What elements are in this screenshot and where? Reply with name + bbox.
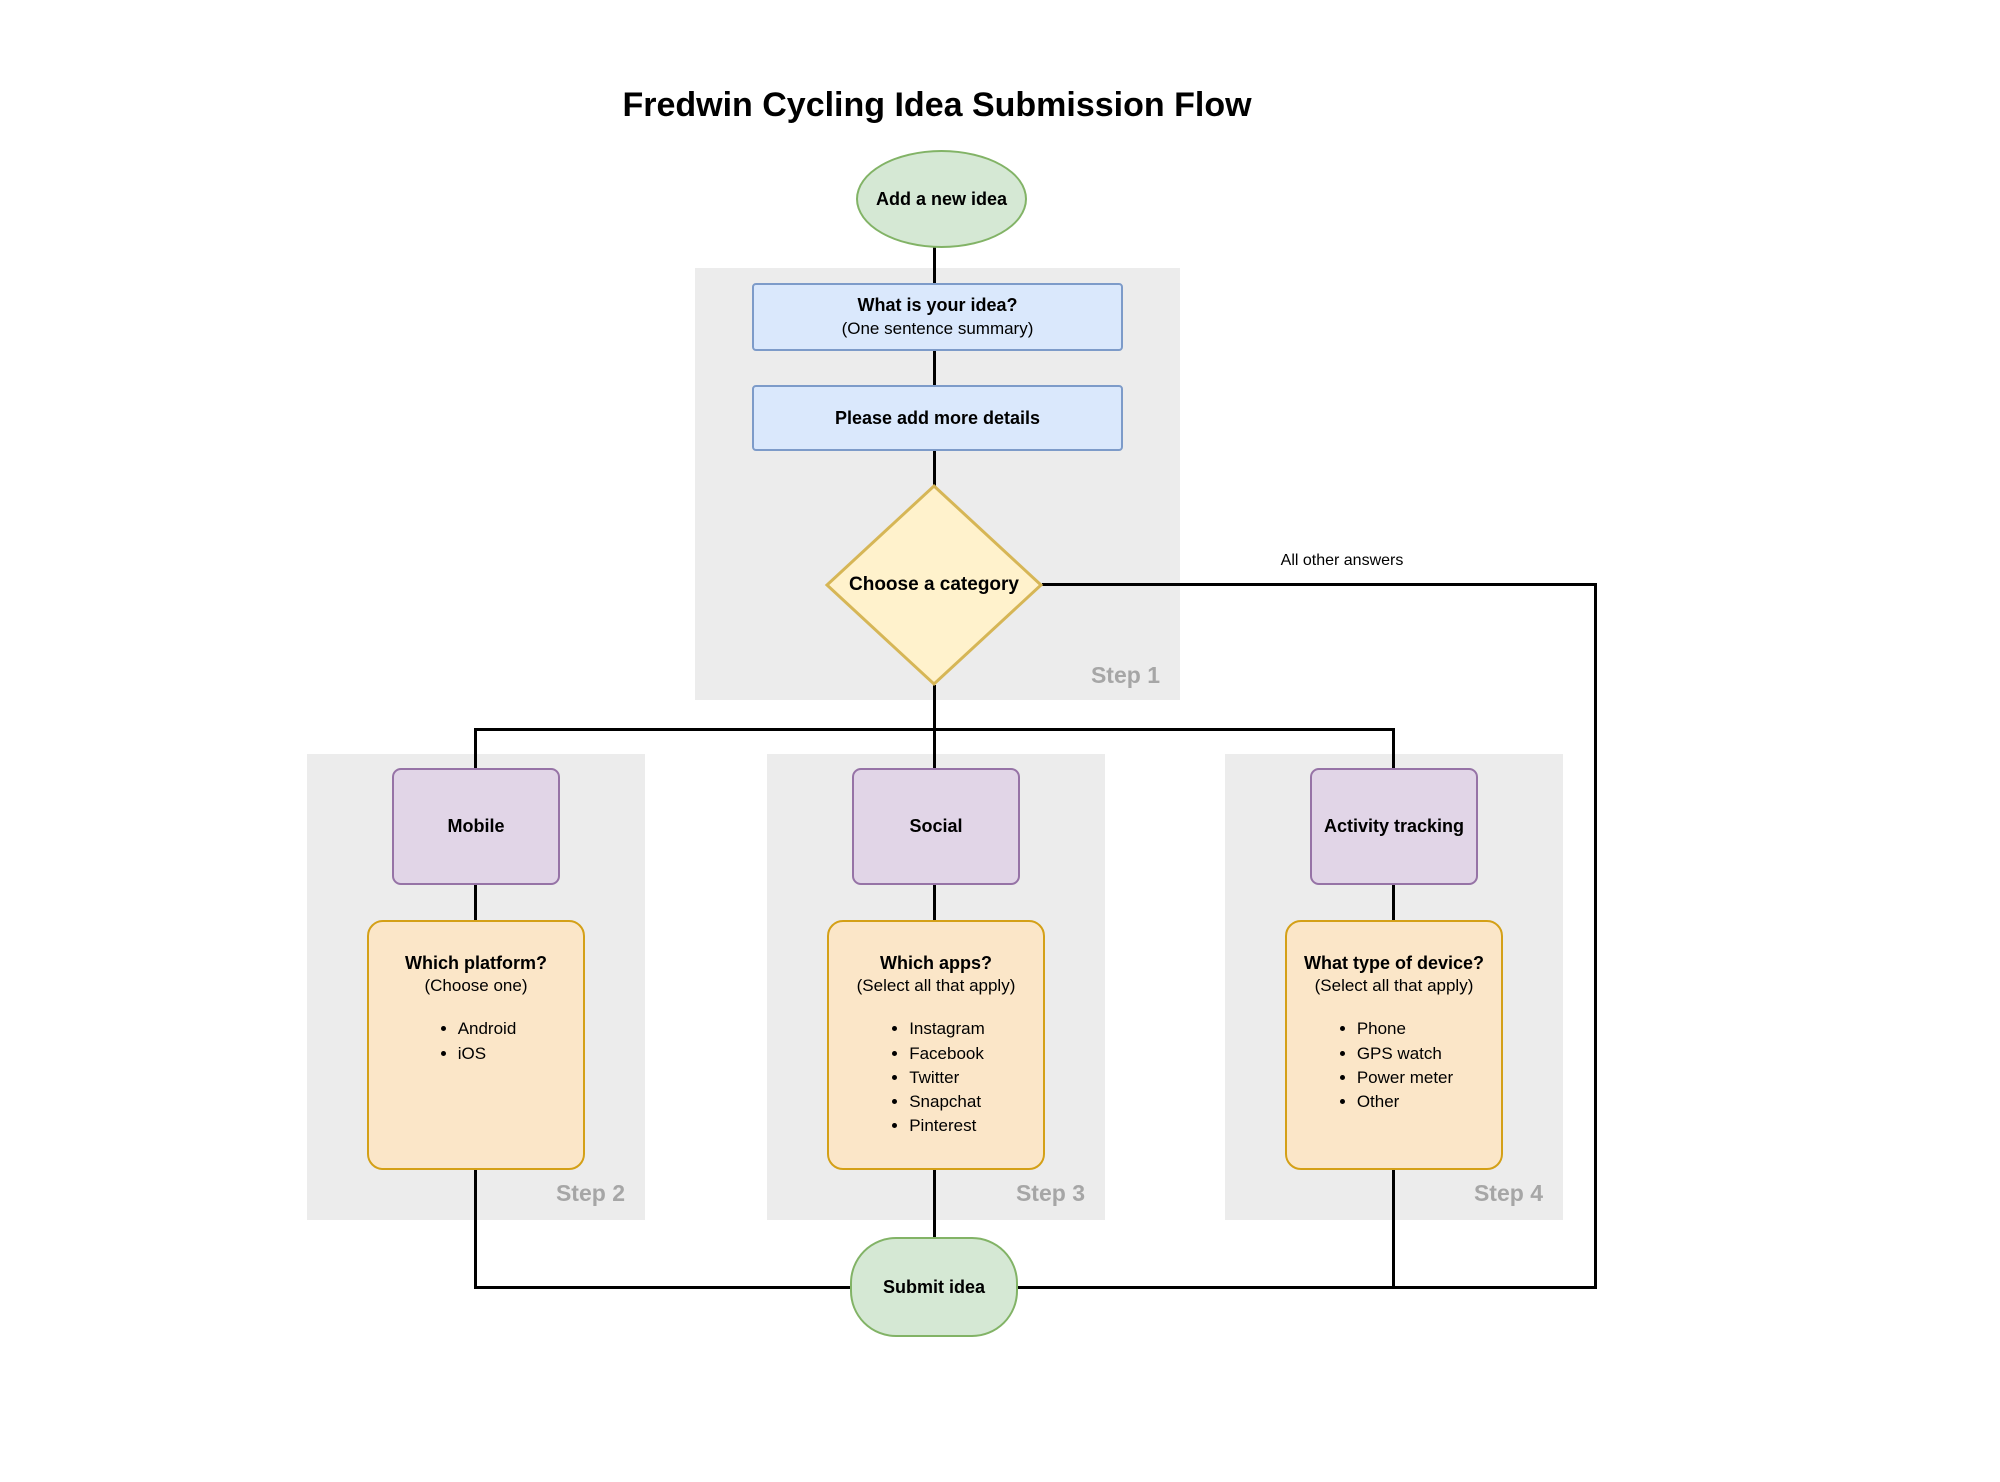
connector-social-to-end — [933, 1168, 936, 1239]
category-node-mobile: Mobile — [392, 768, 560, 885]
all-other-answers-line-horizontal — [1042, 583, 1597, 586]
category-node-activity-tracking: Activity tracking — [1310, 768, 1478, 885]
detail-node-device-type: What type of device? (Select all that ap… — [1285, 920, 1503, 1170]
connector-q1-to-q2 — [933, 351, 936, 388]
option-item: GPS watch — [1357, 1042, 1453, 1066]
connector-mobile-to-end — [474, 1168, 477, 1289]
connector-mobile-to-question — [474, 883, 477, 923]
option-item: Power meter — [1357, 1066, 1453, 1090]
step3-label: Step 3 — [1015, 1180, 1085, 1206]
connector-social-to-question — [933, 883, 936, 923]
diagram-title: Fredwin Cycling Idea Submission Flow — [622, 86, 1252, 124]
connector-branch-to-mobile — [474, 728, 477, 771]
category-mobile-label: Mobile — [447, 816, 505, 836]
activity-options-list: PhoneGPS watchPower meterOther — [1335, 1017, 1453, 1114]
category-activity-label: Activity tracking — [1323, 816, 1465, 836]
start-node-label: Add a new idea — [875, 188, 1008, 209]
option-item: Other — [1357, 1090, 1453, 1114]
option-item: Instagram — [909, 1017, 985, 1041]
mobile-options-list: AndroidiOS — [436, 1017, 517, 1065]
activity-question: What type of device? — [1303, 953, 1485, 973]
connector-activity-to-question — [1392, 883, 1395, 923]
step1-label: Step 1 — [1090, 662, 1160, 688]
mobile-question: Which platform? — [405, 953, 547, 973]
social-question: Which apps? — [880, 953, 992, 973]
connector-q2-to-decision — [933, 451, 936, 486]
bottom-merge-line — [474, 1286, 1597, 1289]
option-item: Snapchat — [909, 1090, 985, 1114]
end-node-submit-idea: Submit idea — [850, 1237, 1018, 1337]
option-item: iOS — [458, 1042, 517, 1066]
connector-branch-to-social — [933, 728, 936, 771]
question2-title: Please add more details — [834, 407, 1041, 428]
option-item: Pinterest — [909, 1114, 985, 1138]
connector-branch-to-activity — [1392, 728, 1395, 771]
end-node-label: Submit idea — [882, 1276, 985, 1297]
category-social-label: Social — [909, 816, 963, 836]
activity-instruction: (Select all that apply) — [1314, 976, 1474, 996]
all-other-answers-line-vertical — [1594, 583, 1597, 1289]
question1-subtitle: (One sentence summary) — [841, 318, 1034, 338]
option-item: Android — [458, 1017, 517, 1041]
question1-title: What is your idea? — [857, 295, 1018, 316]
option-item: Facebook — [909, 1042, 985, 1066]
question-box-add-more-details: Please add more details — [752, 385, 1123, 451]
step4-label: Step 4 — [1473, 1180, 1543, 1206]
step2-label: Step 2 — [555, 1180, 625, 1206]
category-node-social: Social — [852, 768, 1020, 885]
question-box-what-is-your-idea: What is your idea? (One sentence summary… — [752, 283, 1123, 351]
decision-label: Choose a category — [849, 574, 1019, 595]
social-options-list: InstagramFacebookTwitterSnapchatPinteres… — [887, 1017, 985, 1138]
connector-activity-to-end — [1392, 1168, 1395, 1289]
option-item: Phone — [1357, 1017, 1453, 1041]
decision-diamond-shape — [824, 483, 1044, 687]
option-item: Twitter — [909, 1066, 985, 1090]
start-node-add-new-idea: Add a new idea — [856, 150, 1027, 248]
edge-label-all-other-answers: All other answers — [1280, 552, 1404, 569]
detail-node-which-platform: Which platform? (Choose one) AndroidiOS — [367, 920, 585, 1170]
decision-node-choose-category: Choose a category — [824, 483, 1044, 687]
connector-start-to-q1 — [933, 246, 936, 286]
connector-decision-to-branchline — [933, 685, 936, 731]
mobile-instruction: (Choose one) — [424, 976, 528, 996]
detail-node-which-apps: Which apps? (Select all that apply) Inst… — [827, 920, 1045, 1170]
social-instruction: (Select all that apply) — [856, 976, 1016, 996]
